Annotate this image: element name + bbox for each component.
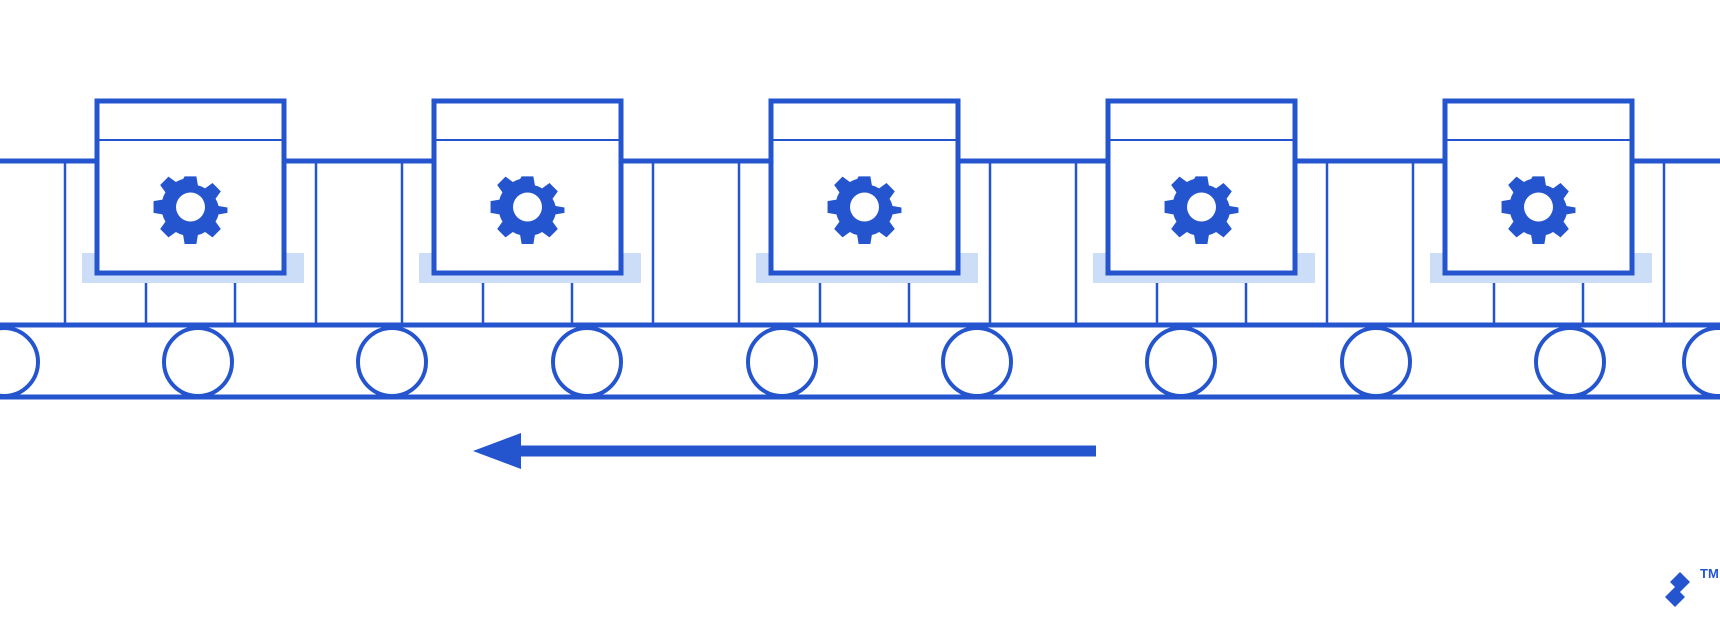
gear-icon <box>1501 176 1576 244</box>
toptal-logo: TM <box>1665 566 1719 607</box>
cart-2 <box>400 98 655 325</box>
cart-3 <box>737 98 992 325</box>
arrow-shaft <box>510 445 1096 457</box>
cart-1 <box>63 98 318 325</box>
gear-icon <box>490 176 565 244</box>
direction-arrow-left <box>473 433 1096 469</box>
gear-icon <box>1164 176 1239 244</box>
trademark-symbol: TM <box>1700 566 1719 581</box>
gear-icon <box>153 176 228 244</box>
conveyor-belt <box>0 322 1720 400</box>
cart-5 <box>1411 98 1666 325</box>
toptal-logo-mark <box>1665 572 1690 607</box>
belt-body <box>0 325 1720 397</box>
cart-4 <box>1074 98 1329 325</box>
gear-icon <box>827 176 902 244</box>
arrow-head <box>473 433 521 469</box>
